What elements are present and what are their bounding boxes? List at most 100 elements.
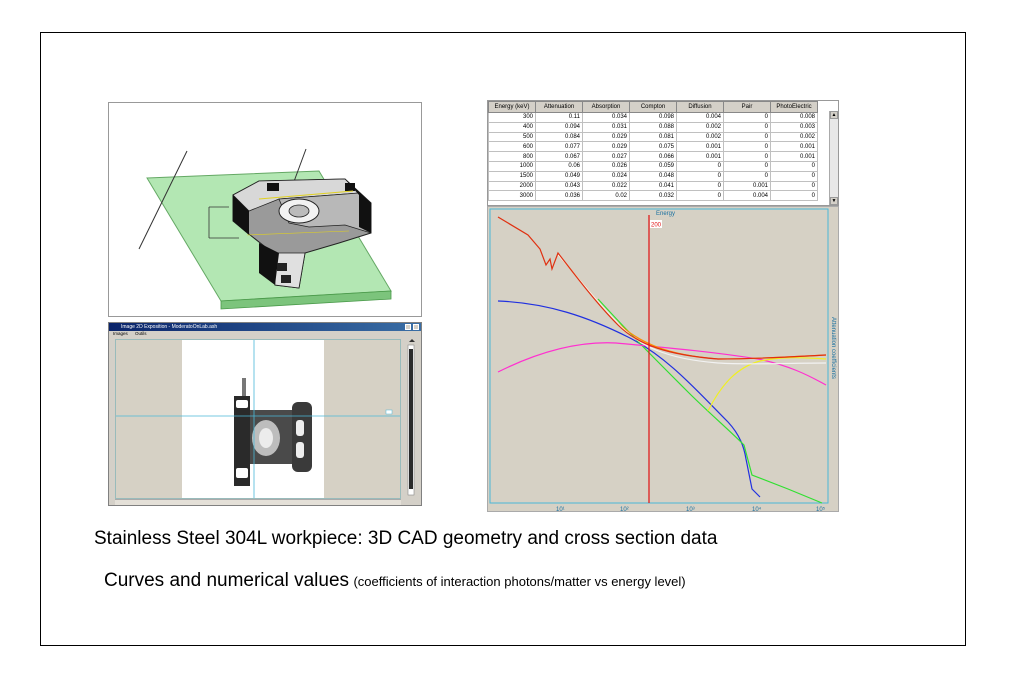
- column-header[interactable]: Diffusion: [676, 101, 724, 113]
- x-tick-labels: 10¹ 10² 10³ 10⁴ 10⁵: [556, 506, 826, 512]
- table-cell: 0: [770, 170, 818, 182]
- table-cell: 300: [488, 112, 536, 123]
- scroll-track: [407, 339, 415, 496]
- chart-curves: [497, 216, 827, 504]
- x-tick-label: 10⁵: [816, 506, 826, 512]
- close-button[interactable]: [413, 324, 419, 330]
- column-header[interactable]: Energy (keV): [488, 101, 536, 113]
- table-cell: 0.002: [770, 131, 818, 143]
- table-cell: 1500: [488, 170, 536, 182]
- table-cell: 1000: [488, 160, 536, 172]
- table-cell: 0.029: [582, 131, 630, 143]
- diffusion-curve: [497, 342, 827, 386]
- table-cell: 0.077: [535, 141, 583, 153]
- table-cell: 0.001: [770, 151, 818, 162]
- table-header-row: Energy (keV) Attenuation Absorption Comp…: [488, 101, 818, 113]
- table-cell: 0.001: [676, 141, 724, 153]
- table-cell: 0: [770, 160, 818, 172]
- menu-outils[interactable]: Outils: [135, 331, 147, 336]
- table-cell: 0.004: [723, 190, 771, 202]
- energy-marker-label: 200: [651, 223, 662, 229]
- vertical-scrollbar[interactable]: [405, 339, 419, 501]
- table-cell: 0.031: [582, 121, 630, 133]
- column-header[interactable]: PhotoElectric: [770, 101, 818, 113]
- image-2d-window[interactable]: Image 2D Exposition - ModeratoOnLab.ash …: [108, 322, 422, 506]
- table-cell: 0.034: [582, 112, 630, 123]
- window-menubar: Images Outils: [109, 331, 421, 337]
- table-cell: 0: [723, 131, 771, 143]
- table-cell: 0.066: [629, 151, 677, 162]
- horizontal-scrollbar[interactable]: [115, 499, 401, 505]
- table-cell: 0.026: [582, 160, 630, 172]
- caption-title: Stainless Steel 304L workpiece: 3D CAD g…: [94, 528, 718, 549]
- column-header[interactable]: Absorption: [582, 101, 630, 113]
- table-cell: 0.029: [582, 141, 630, 153]
- table-cell: 0: [723, 151, 771, 162]
- table-cell: 0.041: [629, 180, 677, 192]
- table-cell: 0.094: [535, 121, 583, 133]
- cad-3d-view[interactable]: [108, 102, 422, 317]
- table-cell: 0.003: [770, 121, 818, 133]
- table-cell: 0.032: [629, 190, 677, 202]
- cross-section-canvas[interactable]: [115, 339, 401, 499]
- table-cell: 0.075: [629, 141, 677, 153]
- table-cell: 0: [770, 190, 818, 202]
- table-cell: 0: [676, 160, 724, 172]
- cad-model-render: [138, 148, 392, 310]
- column-header[interactable]: Pair: [723, 101, 771, 113]
- table-cell: 3000: [488, 190, 536, 202]
- minimize-button[interactable]: [405, 324, 411, 330]
- x-tick-label: 10⁴: [752, 506, 762, 512]
- table-cell: 400: [488, 121, 536, 133]
- menu-images[interactable]: Images: [113, 331, 128, 336]
- coefficients-table-window[interactable]: Energy (keV) Attenuation Absorption Comp…: [487, 100, 839, 206]
- table-cell: 0.049: [535, 170, 583, 182]
- window-title: Image 2D Exposition - ModeratoOnLab.ash: [121, 324, 218, 330]
- table-cell: 0.098: [629, 112, 677, 123]
- table-cell: 0: [770, 180, 818, 192]
- table-cell: 0: [723, 112, 771, 123]
- x-tick-label: 10¹: [556, 507, 565, 512]
- caption-sub: (coefficients of interaction photons/mat…: [353, 574, 686, 589]
- caption-subtitle: Curves and numerical values (coefficient…: [104, 570, 686, 592]
- table-cell: 0.001: [770, 141, 818, 153]
- table-cell: 0: [676, 190, 724, 202]
- table-cell: 0.002: [676, 131, 724, 143]
- table-cell: 0.059: [629, 160, 677, 172]
- table-cell: 0: [723, 160, 771, 172]
- x-axis-label: Energy: [656, 211, 675, 217]
- caption-main: Curves and numerical values: [104, 570, 350, 591]
- scroll-down-icon[interactable]: ▼: [830, 197, 838, 205]
- photoelectric-curve: [597, 298, 823, 504]
- table-scrollbar[interactable]: ▲ ▼: [829, 111, 838, 205]
- table-cell: 600: [488, 141, 536, 153]
- table-cell: 0.084: [535, 131, 583, 143]
- column-header[interactable]: Compton: [629, 101, 677, 113]
- scroll-up-icon[interactable]: ▲: [830, 111, 838, 119]
- x-tick-label: 10²: [620, 507, 629, 512]
- table-cell: 0.081: [629, 131, 677, 143]
- table-cell: 0.022: [582, 180, 630, 192]
- table-cell: 0.11: [535, 112, 583, 123]
- cross-section-image: [116, 340, 400, 498]
- column-header[interactable]: Attenuation: [535, 101, 583, 113]
- table-cell: 0.06: [535, 160, 583, 172]
- table-cell: 0.036: [535, 190, 583, 202]
- x-tick-label: 10³: [686, 507, 695, 512]
- table-cell: 0: [723, 170, 771, 182]
- table-cell: 0: [676, 170, 724, 182]
- y-axis-label: Attenuation coefficients: [830, 317, 836, 379]
- energy-marker-box: [650, 220, 662, 228]
